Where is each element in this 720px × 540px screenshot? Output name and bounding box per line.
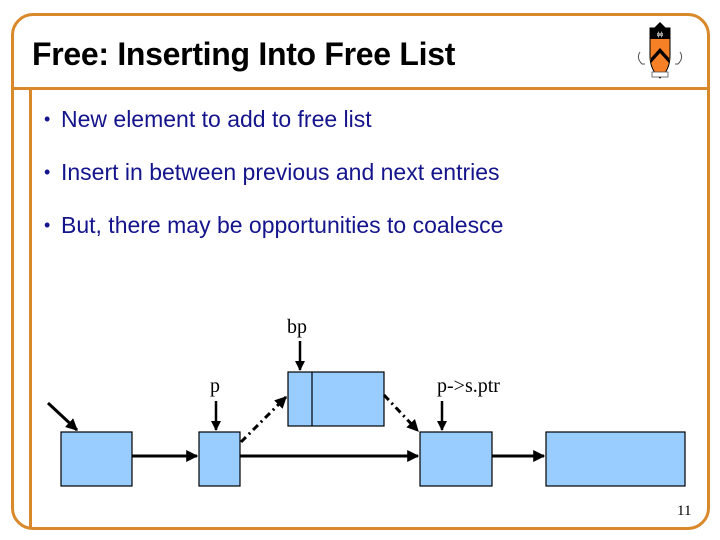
bullet-dot-icon: • xyxy=(44,162,51,182)
bullet-dot-icon: • xyxy=(44,215,51,235)
label-next: p->s.ptr xyxy=(437,375,500,397)
svg-text:ɸɸ: ɸɸ xyxy=(657,32,664,38)
free-block-p xyxy=(198,431,241,487)
princeton-shield-icon: ɸɸ xyxy=(637,22,683,79)
title-divider xyxy=(11,87,708,90)
slide-title: Free: Inserting Into Free List xyxy=(32,36,456,72)
arrow-start xyxy=(46,401,79,432)
bullet-item: •But, there may be opportunities to coal… xyxy=(44,204,503,257)
left-rule xyxy=(29,87,32,527)
bullet-dot-icon: • xyxy=(44,109,51,129)
bullet-item: •Insert in between previous and next ent… xyxy=(44,151,503,204)
free-block-1 xyxy=(60,431,133,487)
bullet-list: •New element to add to free list •Insert… xyxy=(44,98,503,257)
bullet-item: •New element to add to free list xyxy=(44,98,503,151)
page-number: 11 xyxy=(677,503,692,519)
label-bp: bp xyxy=(287,316,307,338)
label-p: p xyxy=(210,375,220,397)
dashed-arrow-p-to-bp xyxy=(239,395,288,444)
dashed-arrow-bp-to-next xyxy=(382,393,420,433)
free-block-4 xyxy=(545,431,686,487)
new-block-bp xyxy=(287,371,385,427)
slide-frame xyxy=(11,13,710,530)
free-block-next xyxy=(419,431,493,487)
